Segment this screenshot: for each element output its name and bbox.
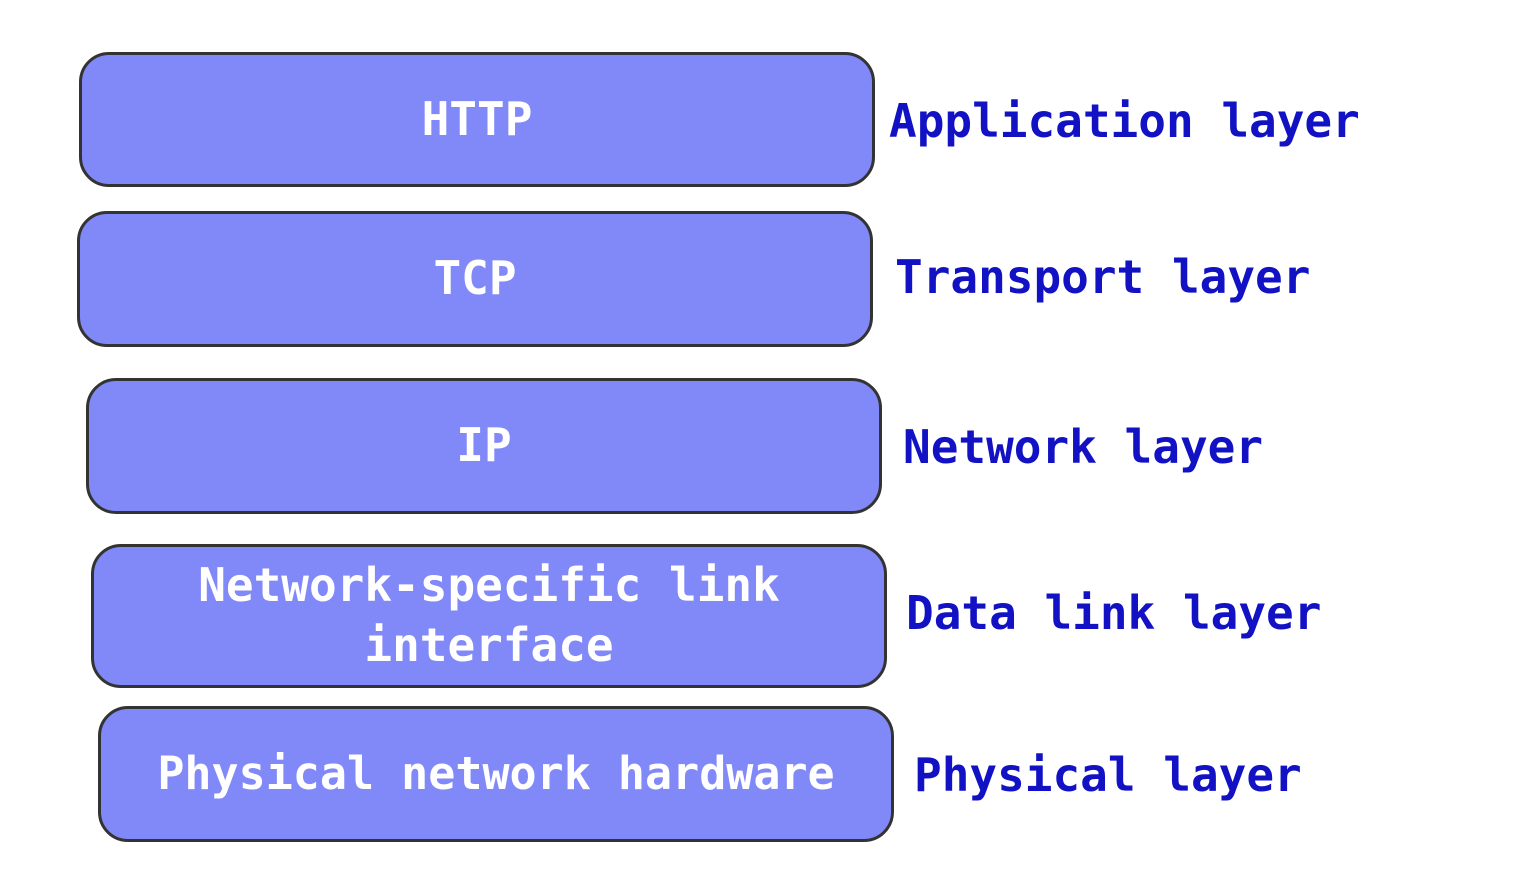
protocol-box-http: HTTP [79, 52, 875, 187]
protocol-label-link-interface: Network-specific link interface [198, 558, 780, 672]
layer-label-application: Application layer [889, 94, 1360, 148]
protocol-label-physical-hardware: Physical network hardware [157, 746, 835, 800]
layer-label-transport: Transport layer [895, 250, 1311, 304]
protocol-box-link-interface: Network-specific link interface [91, 544, 887, 688]
protocol-label-http: HTTP [421, 91, 533, 146]
protocol-box-ip: IP [86, 378, 882, 514]
layer-label-network: Network layer [903, 420, 1264, 474]
protocol-label-ip: IP [456, 418, 512, 473]
layer-label-physical: Physical layer [914, 748, 1302, 802]
protocol-box-physical-hardware: Physical network hardware [98, 706, 894, 842]
protocol-label-tcp: TCP [433, 251, 517, 306]
layer-label-data-link: Data link layer [906, 586, 1322, 640]
protocol-box-tcp: TCP [77, 211, 873, 347]
